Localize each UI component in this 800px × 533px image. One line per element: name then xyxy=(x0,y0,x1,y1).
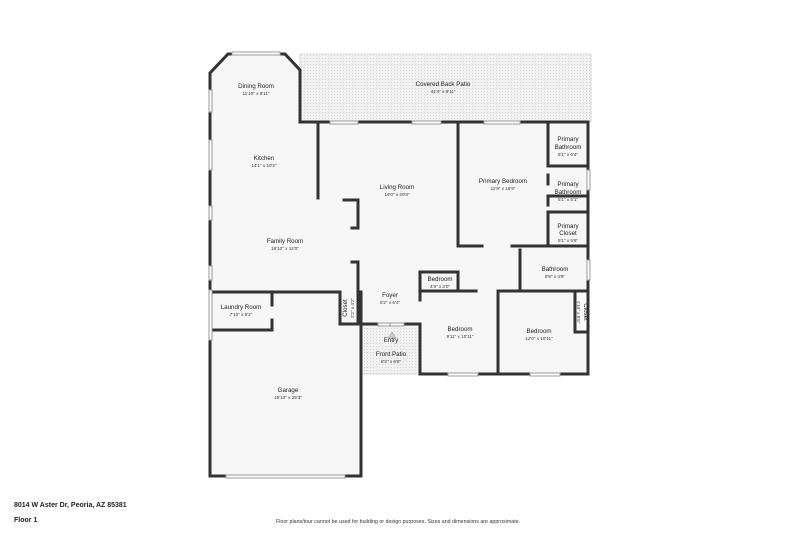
room-labels: Dining Room 11'10" x 8'11" Covered Back … xyxy=(221,81,589,400)
bedroom-2-dim: 9'11" x 10'11" xyxy=(446,334,473,339)
bedroom-3-name: Bedroom xyxy=(526,328,551,335)
laundry-room-dim: 7'10" x 5'2" xyxy=(230,312,253,317)
front-patio-dim: 8'2" x 6'6" xyxy=(381,359,401,364)
bedroom-3-dim: 12'0" x 10'11" xyxy=(525,336,553,341)
garage-name: Garage xyxy=(278,387,299,394)
living-room-dim: 19'0" x 20'3" xyxy=(384,192,410,197)
entry-arrow-icon xyxy=(387,331,397,339)
small-bedroom-name: Bedroom xyxy=(427,276,452,283)
laundry-room-name: Laundry Room xyxy=(221,304,262,311)
interior-floor xyxy=(210,54,588,476)
small-bedroom-dim: 4'9" x 2'0" xyxy=(430,284,450,289)
primary-bedroom-name: Primary Bedroom xyxy=(479,178,527,185)
disclaimer-text: Floor plans/tour cannot be used for buil… xyxy=(276,519,521,525)
family-room-dim: 19'10" x 12'0" xyxy=(271,246,299,251)
bedroom-2-name: Bedroom xyxy=(447,326,472,333)
primary-bathroom-1-name: Primary xyxy=(557,136,579,143)
covered-back-patio-area xyxy=(299,53,592,123)
covered-back-patio-name: Covered Back Patio xyxy=(416,81,471,88)
foyer-dim: 8'2" x 6'4" xyxy=(380,300,400,305)
windows xyxy=(208,51,591,479)
primary-closet-name: Primary xyxy=(557,223,579,230)
primary-bathroom-2-dim: 5'1" x 5'1" xyxy=(558,197,578,202)
dining-room-dim: 11'10" x 8'11" xyxy=(242,91,269,96)
right-closet-dim: 1'10" x 5'6" xyxy=(576,301,581,324)
primary-bathroom-2-name: Primary xyxy=(557,181,579,188)
property-address: 8014 W Aster Dr, Peoria, AZ 85381 xyxy=(14,502,127,509)
kitchen-name: Kitchen xyxy=(254,155,275,162)
entry-name: Entry xyxy=(384,337,399,344)
primary-closet-name-2: Closet xyxy=(559,230,577,237)
primary-closet-dim: 5'1" x 5'6" xyxy=(558,238,578,243)
family-room-name: Family Room xyxy=(267,238,303,245)
bathroom-name: Bathroom xyxy=(542,266,569,273)
kitchen-dim: 14'1" x 10'2" xyxy=(251,163,277,168)
walls xyxy=(208,52,590,478)
primary-bathroom-1-dim: 5'1" x 6'4" xyxy=(558,152,578,157)
living-room-name: Living Room xyxy=(380,184,414,191)
left-closet-dim: 2'2" x 4'2" xyxy=(350,298,355,318)
primary-bathroom-2-name-2: Bathroom xyxy=(555,189,582,196)
dining-room-name: Dining Room xyxy=(238,83,274,90)
floor-label: Floor 1 xyxy=(14,517,38,524)
front-patio-area xyxy=(361,323,421,375)
primary-bedroom-dim: 11'9" x 16'9" xyxy=(491,186,516,191)
garage-dim: 19'10" x 25'3" xyxy=(274,395,302,400)
foyer-name: Foyer xyxy=(382,292,398,299)
right-closet-name: Closet xyxy=(582,303,589,321)
left-closet-name: Closet xyxy=(342,299,349,317)
covered-back-patio-dim: 41'4" x 8'11" xyxy=(431,89,456,94)
primary-bathroom-1-name-2: Bathroom xyxy=(555,144,582,151)
bathroom-dim: 8'8" x 4'9" xyxy=(545,274,565,279)
front-patio-name: Front Patio xyxy=(376,351,407,358)
